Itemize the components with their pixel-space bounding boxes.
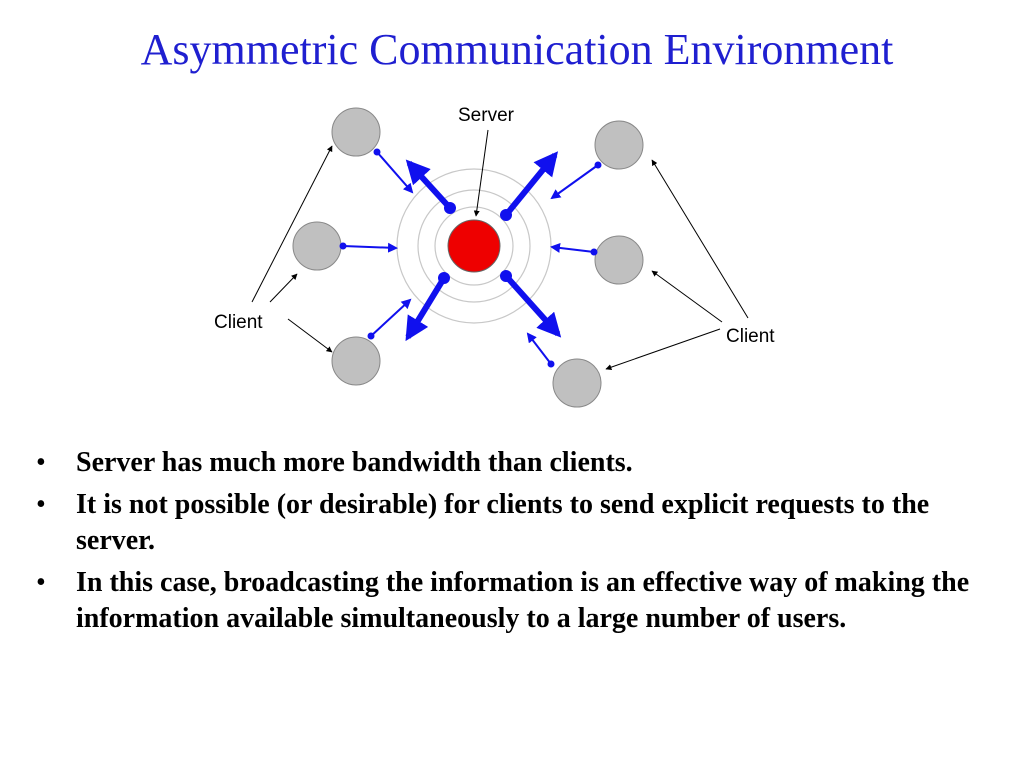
broadcast-ring-middle: [417, 189, 531, 303]
client-node-top-left: [331, 107, 381, 157]
client-pointer-left-mid: [269, 273, 298, 303]
client-node-mid-left: [292, 221, 342, 271]
bullet-list: • Server has much more bandwidth than cl…: [34, 445, 984, 643]
broadcast-arrow-top-right: [500, 151, 559, 221]
client-pointer-right-top: [651, 159, 749, 319]
uplink-arrow-top-right: [550, 161, 602, 200]
bullet-item: • Server has much more bandwidth than cl…: [34, 445, 984, 481]
broadcast-arrow-bottom-left: [405, 272, 450, 342]
bullet-marker: •: [36, 489, 46, 520]
broadcast-ring-inner: [434, 206, 514, 286]
bullet-text: In this case, broadcasting the informati…: [76, 567, 970, 634]
client-node-bottom-right: [552, 358, 602, 408]
uplink-arrow-mid-right: [550, 242, 598, 256]
client-node-top-right: [594, 120, 644, 170]
slide-title: Asymmetric Communication Environment: [140, 25, 894, 74]
bullet-item: • It is not possible (or desirable) for …: [34, 487, 984, 559]
client-pointer-left-bottom: [287, 318, 333, 353]
bullet-marker: •: [36, 447, 46, 478]
broadcast-diagram: Server Client Client: [214, 105, 775, 408]
server-label: Server: [458, 105, 515, 126]
client-node-bottom-left: [331, 336, 381, 386]
server-pointer-line: [473, 129, 489, 217]
client-pointer-right-bottom: [605, 328, 721, 371]
bullet-item: • In this case, broadcasting the informa…: [34, 565, 984, 637]
broadcast-arrow-bottom-right: [500, 270, 562, 338]
client-pointer-right-mid: [651, 270, 723, 323]
uplink-arrow-bottom-left: [367, 298, 412, 340]
client-label-right: Client: [726, 326, 775, 347]
bullet-text: It is not possible (or desirable) for cl…: [76, 489, 930, 556]
broadcast-arrow-top-left: [405, 159, 456, 214]
client-label-left: Client: [214, 312, 263, 333]
server-node: [447, 219, 501, 273]
uplink-arrow-top-left: [373, 148, 414, 194]
bullet-text: Server has much more bandwidth than clie…: [76, 447, 633, 478]
client-node-mid-right: [594, 235, 644, 285]
uplink-arrow-bottom-right: [526, 332, 555, 368]
uplink-arrow-mid-left: [339, 242, 398, 253]
client-pointer-left-top: [251, 145, 333, 303]
bullet-marker: •: [36, 567, 46, 598]
